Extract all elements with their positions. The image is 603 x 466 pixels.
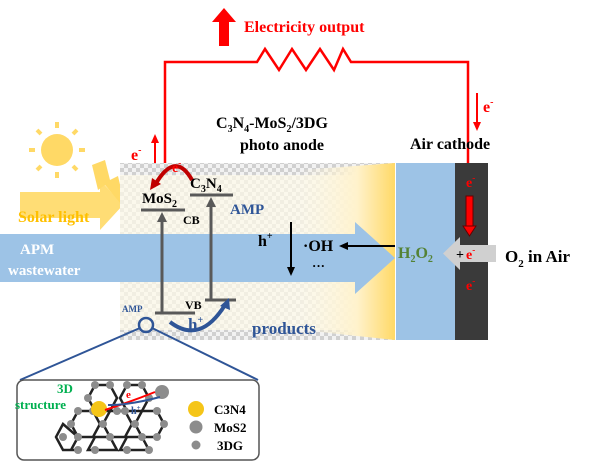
inset-hole: h+ bbox=[131, 404, 141, 417]
vb-label: VB bbox=[185, 298, 202, 312]
solar-light-label: Solar light bbox=[18, 209, 90, 226]
mos2-label: MoS2 bbox=[142, 191, 177, 210]
amp-small-label: AMP bbox=[122, 304, 143, 314]
legend-mos2-icon bbox=[189, 420, 203, 434]
c3n4-label: C3N4 bbox=[190, 176, 222, 195]
solar-arrow bbox=[20, 180, 123, 230]
o2-arrow bbox=[443, 237, 496, 270]
hole-label: h+ bbox=[258, 231, 273, 250]
electricity-arrow-icon bbox=[212, 8, 236, 46]
plus-electron: +e- bbox=[456, 245, 475, 263]
band-diagram bbox=[141, 193, 236, 315]
zoom-circle bbox=[137, 316, 155, 334]
electron-label-anode: e- bbox=[131, 145, 141, 164]
legend-3dg: 3DG bbox=[217, 438, 243, 453]
inset-label-3d: 3D bbox=[57, 381, 73, 396]
inset-electron: e bbox=[126, 389, 131, 401]
lightning-icon bbox=[92, 160, 126, 210]
electricity-output-label: Electricity output bbox=[244, 19, 365, 36]
wastewater-label: APM bbox=[20, 242, 54, 258]
inset-label-structure: structure bbox=[15, 397, 66, 412]
ellipsis-label: ··· bbox=[312, 258, 325, 273]
wastewater-flow-arrow bbox=[0, 222, 395, 294]
external-circuit: Electricity output e- e- bbox=[131, 8, 493, 190]
cathode-electron-2: e- bbox=[466, 276, 475, 294]
amp-label: AMP bbox=[230, 202, 264, 218]
cathode-electron-1: e- bbox=[466, 173, 475, 191]
legend-c3n4: C3N4 bbox=[214, 402, 246, 417]
electron-label-cathode: e- bbox=[483, 97, 493, 116]
electron-transfer-arrow bbox=[153, 164, 194, 187]
anode-title: C3N4-MoS2/3DG bbox=[216, 115, 328, 135]
wastewater-label-2: wastewater bbox=[8, 263, 81, 279]
resistor-wire bbox=[163, 46, 470, 190]
sun-icon bbox=[20, 122, 126, 230]
hole-label-vb: h+ bbox=[188, 315, 203, 334]
products-label: products bbox=[252, 319, 316, 338]
o2-in-air-label: O2 in Air bbox=[505, 247, 570, 270]
legend-3dg-icon bbox=[191, 440, 201, 450]
legend-mos2: MoS2 bbox=[214, 420, 247, 435]
air-cathode-label: Air cathode bbox=[410, 136, 490, 153]
transfer-electron: e- bbox=[172, 158, 181, 176]
hydroxyl-radical-label: ·OH bbox=[303, 238, 334, 255]
cb-label: CB bbox=[183, 213, 200, 227]
c3n4-particle bbox=[91, 401, 107, 417]
h2o2-label: H2O2 bbox=[398, 245, 433, 265]
hole-transfer-arrow bbox=[168, 303, 227, 333]
legend-c3n4-icon bbox=[188, 401, 204, 417]
structure-inset: e h+ 3D structure C3N4 MoS2 3DG bbox=[15, 379, 260, 461]
anode-subtitle: photo anode bbox=[240, 137, 324, 154]
